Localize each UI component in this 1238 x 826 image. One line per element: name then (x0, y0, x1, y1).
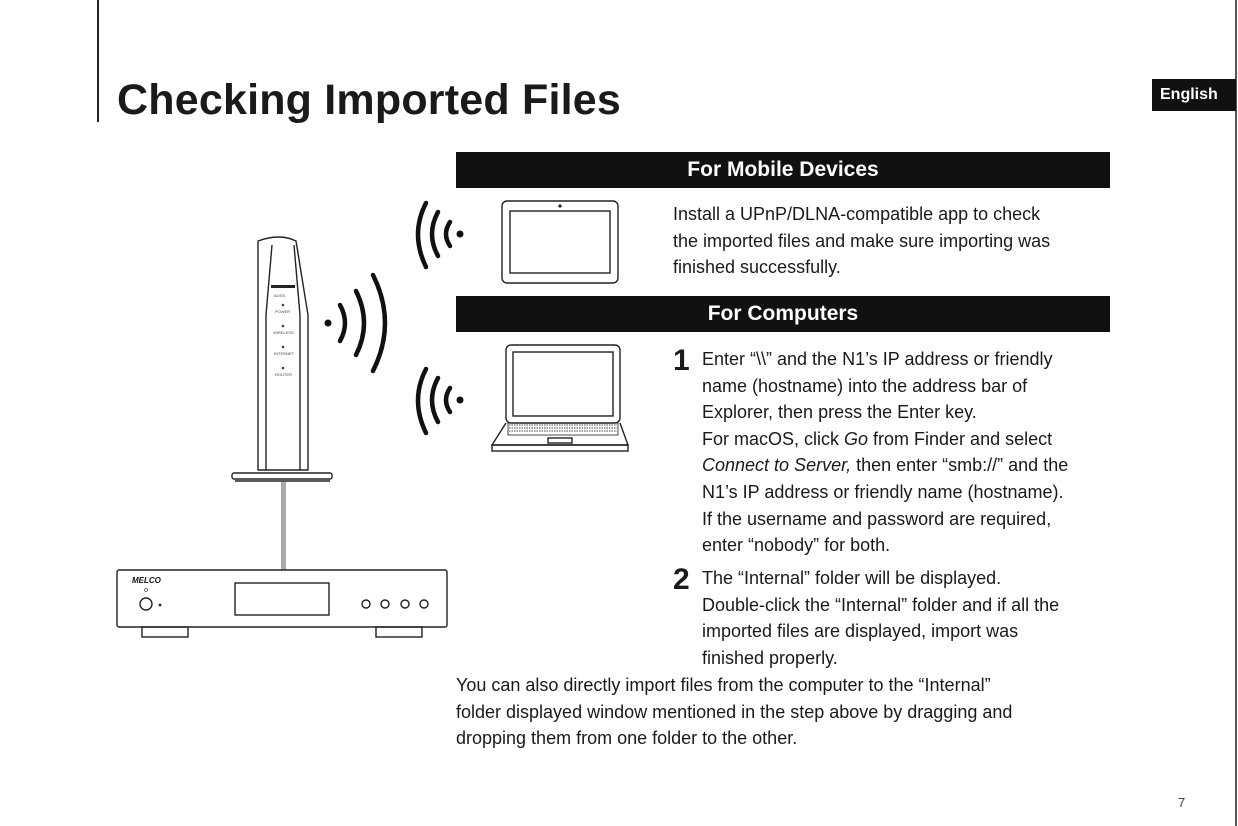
wifi-signal-icon (415, 200, 464, 270)
text-line: If the username and password are require… (702, 508, 1052, 529)
left-margin-rule (97, 0, 99, 122)
music-server-icon: MELCO (116, 569, 448, 638)
section-title-computers: For Computers (707, 302, 859, 325)
network-cable (281, 482, 286, 570)
text-line: Enter “\\” and the N1’s IP address or fr… (702, 349, 1053, 369)
wifi-signal-icon (415, 366, 464, 436)
text-line: imported files are displayed, import was (702, 621, 1019, 642)
text-line: For macOS, click Go from Finder and sele… (702, 426, 1068, 453)
text-run: then enter “smb://” and the (851, 455, 1069, 476)
text-line: N1’s IP address or friendly name (hostna… (702, 481, 1064, 502)
text-line: Connect to Server, then enter “smb://” a… (702, 452, 1068, 479)
import-note: You can also directly import files from … (456, 672, 1012, 752)
text-line: Install a UPnP/DLNA-compatible app to ch… (673, 204, 1041, 224)
right-edge-rule (1235, 0, 1237, 826)
text-line: dropping them from one folder to the oth… (456, 728, 798, 749)
text-line: Explorer, then press the Enter key. (702, 402, 977, 423)
wifi-signal-icon (324, 272, 388, 374)
menu-term-connect-to-server: Connect to Server, (702, 455, 852, 476)
step-2-text: The “Internal” folder will be displayed.… (702, 565, 1059, 671)
section-title-mobile: For Mobile Devices (687, 158, 879, 181)
text-run: from Finder and select (868, 428, 1053, 449)
router-label-internet: INTERNET (274, 351, 295, 356)
text-line: folder displayed window mentioned in the… (456, 701, 1013, 722)
step-number: 1 (673, 344, 690, 377)
text-line: finished properly. (702, 647, 838, 668)
text-line: enter “nobody” for both. (702, 535, 891, 556)
text-line: The “Internal” folder will be displayed. (702, 568, 1002, 588)
router-label-router: ROUTER (275, 372, 292, 377)
section-header-computers: For Computers (456, 296, 1110, 332)
router-icon: AOSS POWER WIRELESS INTERNET ROUTER (231, 236, 333, 482)
page-title: Checking Imported Files (117, 76, 621, 124)
step-1-text: Enter “\\” and the N1’s IP address or fr… (702, 346, 1068, 559)
section-header-mobile: For Mobile Devices (456, 152, 1110, 188)
text-line: finished successfully. (673, 257, 841, 278)
text-line: the imported files and make sure importi… (673, 230, 1051, 251)
text-line: You can also directly import files from … (456, 675, 991, 695)
text-line: name (hostname) into the address bar of (702, 375, 1028, 396)
router-label-power: POWER (275, 309, 290, 314)
router-label-aoss: AOSS (274, 293, 285, 298)
menu-term-go: Go (844, 428, 869, 449)
language-tab: English (1152, 79, 1236, 111)
step-number: 2 (673, 563, 690, 596)
text-line: Double-click the “Internal” folder and i… (702, 594, 1060, 615)
tablet-icon (501, 200, 619, 284)
text-run: For macOS, click (702, 428, 845, 449)
laptop-icon (490, 344, 629, 452)
mobile-instructions: Install a UPnP/DLNA-compatible app to ch… (673, 201, 1113, 281)
brand-logo: MELCO (132, 576, 162, 585)
page-number: 7 (1178, 795, 1186, 810)
router-label-wireless: WIRELESS (273, 330, 294, 335)
network-illustration: AOSS POWER WIRELESS INTERNET ROUTER (116, 200, 629, 638)
